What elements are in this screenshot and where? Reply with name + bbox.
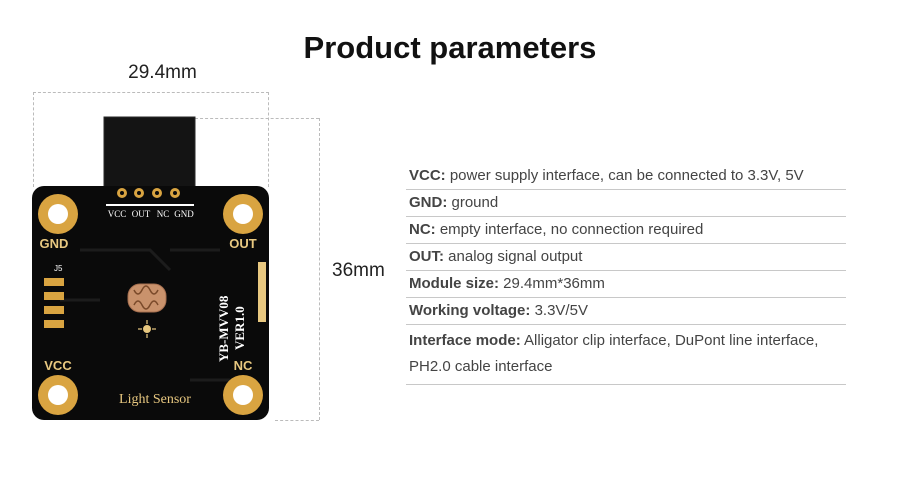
- parameter-list: VCC: power supply interface, can be conn…: [406, 163, 846, 385]
- param-value: 29.4mm*36mm: [499, 275, 605, 292]
- width-dimension-line: [33, 92, 269, 93]
- param-key: VCC:: [409, 167, 446, 184]
- param-value: Alligator clip interface, DuPont line in…: [409, 332, 819, 375]
- pin-header-connector: [104, 117, 195, 187]
- mounting-pads: [38, 194, 263, 415]
- param-key: Interface mode:: [409, 332, 521, 349]
- sensor-module-image: VCC OUT NC GND GND OUT VCC NC J5: [32, 116, 269, 420]
- corner-label-gnd: GND: [40, 236, 69, 251]
- height-dimension-top-guide: [195, 118, 319, 119]
- width-dimension-left-guide: [33, 92, 34, 187]
- param-key: Working voltage:: [409, 302, 531, 319]
- version-label: VER1.0: [232, 306, 247, 350]
- pin-label-gnd: GND: [174, 209, 194, 219]
- height-dimension-label: 36mm: [332, 260, 385, 281]
- param-key: NC:: [409, 221, 436, 238]
- model-label: YB-MVV08: [216, 295, 231, 362]
- param-row-nc: NC: empty interface, no connection requi…: [406, 217, 846, 244]
- param-row-vcc: VCC: power supply interface, can be conn…: [406, 163, 846, 190]
- param-value: empty interface, no connection required: [435, 221, 704, 238]
- param-key: OUT:: [409, 248, 444, 265]
- param-key: GND:: [409, 194, 448, 211]
- pin-label-nc: NC: [157, 209, 170, 219]
- param-value: ground: [447, 194, 499, 211]
- param-row-working-voltage: Working voltage: 3.3V/5V: [406, 298, 846, 325]
- height-dimension-line: [319, 118, 320, 420]
- width-dimension-label: 29.4mm: [128, 62, 197, 83]
- side-connector-pads: [44, 278, 64, 328]
- connector-label-j5: J5: [54, 264, 63, 273]
- width-dimension-right-guide: [268, 92, 269, 187]
- param-key: Module size:: [409, 275, 500, 292]
- corner-label-out: OUT: [229, 236, 257, 251]
- param-value: power supply interface, can be connected…: [445, 167, 804, 184]
- param-row-out: OUT: analog signal output: [406, 244, 846, 271]
- photoresistor-icon: [127, 283, 167, 338]
- param-value: 3.3V/5V: [530, 302, 588, 319]
- param-row-interface-mode: Interface mode: Alligator clip interface…: [406, 325, 846, 385]
- param-row-module-size: Module size: 29.4mm*36mm: [406, 271, 846, 298]
- param-row-gnd: GND: ground: [406, 190, 846, 217]
- corner-label-nc: NC: [234, 358, 253, 373]
- corner-label-vcc: VCC: [44, 358, 72, 373]
- param-value: analog signal output: [444, 248, 583, 265]
- pin-label-out: OUT: [132, 209, 151, 219]
- sensor-name-label: Light Sensor: [119, 392, 191, 407]
- page-title: Product parameters: [303, 30, 597, 65]
- height-dimension-bottom-guide: [275, 420, 319, 421]
- pin-label-vcc: VCC: [108, 209, 127, 219]
